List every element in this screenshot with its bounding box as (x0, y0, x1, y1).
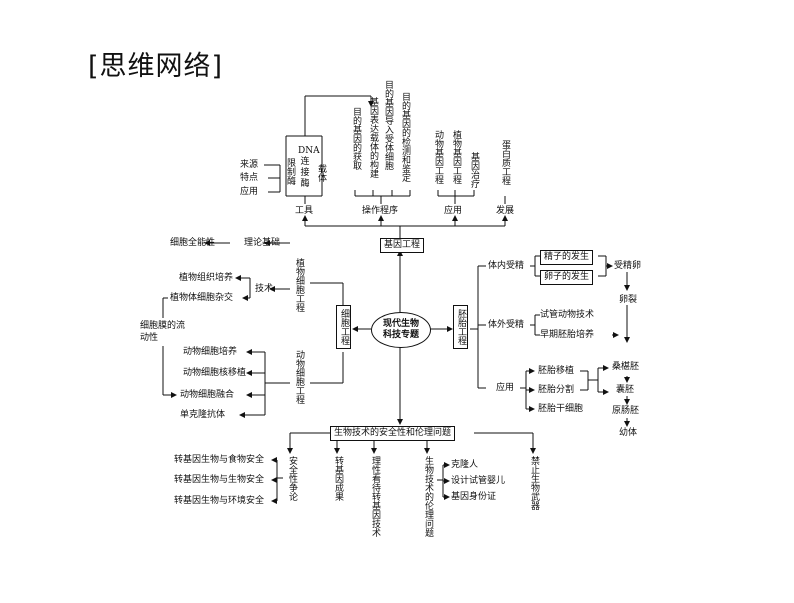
step3-introduce-gene: 目的基因导入受体细胞 (383, 80, 393, 170)
center-line2: 科技专题 (382, 330, 419, 340)
page-heading: [思维网络] (88, 51, 224, 82)
step4-detect-gene: 目的基因的检测和鉴定 (400, 92, 410, 182)
animal-cell-culture: 动物细胞培养 (183, 347, 238, 357)
biotech-ethics: 生物技术的伦理问题 (423, 456, 433, 537)
nuclear-transfer: 动物细胞核移植 (183, 368, 247, 378)
embryonic-stem-cell: 胚胎干细胞 (538, 404, 584, 414)
sperm-formation: 精子的发生 (540, 250, 594, 265)
gene-engineering-node: 基因工程 (380, 238, 425, 253)
tools-label: 工具 (295, 206, 314, 216)
designer-baby: 设计试管婴儿 (451, 476, 506, 486)
membrane-fluidity: 细胞膜的流动性 (140, 321, 186, 343)
plant-tissue-culture: 植物组织培养 (179, 273, 234, 283)
human-cloning: 克隆人 (451, 460, 479, 470)
center-node: 现代生物 科技专题 (371, 312, 431, 348)
safety-debate: 安全性争论 (287, 456, 297, 501)
theory-basis: 理论基础 (244, 238, 281, 248)
embryo-engineering-node: 胚胎工程 (453, 305, 468, 349)
cell-engineering-node: 细胞工程 (336, 305, 351, 349)
protein-engineering: 蛋白质工程 (500, 140, 510, 185)
rational-view-gm: 理性看待转基因技术 (370, 456, 380, 537)
test-tube-animal-tech: 试管动物技术 (540, 310, 595, 320)
egg-formation: 卵子的发生 (540, 270, 594, 285)
cleavage: 卵裂 (619, 295, 638, 305)
restriction-enzyme: 限制酶 (285, 158, 295, 185)
dna-ligase: DNA连接酶 (298, 146, 320, 189)
step2-build-vector: 基因表达载体的构建 (368, 97, 378, 178)
animal-cell-engineering: 动物细胞工程 (294, 350, 304, 404)
source-label: 来源 (240, 160, 259, 170)
in-vivo-fertilization: 体内受精 (488, 261, 525, 271)
gene-therapy: 基因治疗 (469, 152, 479, 188)
gm-env-safety: 转基因生物与环境安全 (174, 496, 265, 506)
embryo-division: 胚胎分割 (538, 385, 575, 395)
gm-bio-safety: 转基因生物与生物安全 (174, 475, 265, 485)
embryo-transfer: 胚胎移植 (538, 366, 575, 376)
development-label: 发展 (496, 206, 515, 216)
early-embryo-culture: 早期胚胎培养 (540, 330, 595, 340)
in-vitro-fertilization: 体外受精 (488, 320, 525, 330)
use-label: 应用 (240, 187, 259, 197)
gm-achievements: 转基因成果 (333, 456, 343, 501)
step1-acquire-gene: 目的基因的获取 (351, 107, 361, 170)
center-line1: 现代生物 (382, 319, 419, 329)
gene-application-label: 应用 (444, 206, 463, 216)
young-animal: 幼体 (619, 428, 638, 438)
plant-gene-engineering: 植物基因工程 (451, 130, 461, 184)
feature-label: 特点 (240, 173, 259, 183)
carrier: 载体 (316, 164, 326, 182)
ban-bioweapons: 禁止生物武器 (529, 456, 539, 510)
blastocyst: 囊胚 (616, 385, 635, 395)
morula: 桑椹胚 (612, 362, 640, 372)
totipotency: 细胞全能性 (170, 238, 216, 248)
gastrula: 原肠胚 (612, 406, 640, 416)
fertilized-egg: 受精卵 (614, 261, 642, 271)
plant-cell-engineering: 植物细胞工程 (294, 258, 304, 312)
safety-ethics-node: 生物技术的安全性和伦理问题 (330, 426, 456, 441)
gene-id-card: 基因身份证 (451, 492, 497, 502)
gm-food-safety: 转基因生物与食物安全 (174, 455, 265, 465)
plant-somatic-hybridization: 植物体细胞杂交 (170, 293, 234, 303)
procedure-label: 操作程序 (362, 206, 399, 216)
animal-cell-fusion: 动物细胞融合 (180, 390, 235, 400)
monoclonal-antibody: 单克隆抗体 (180, 410, 226, 420)
embryo-application: 应用 (496, 383, 515, 393)
plant-tech-label: 技术 (255, 284, 274, 294)
animal-gene-engineering: 动物基因工程 (433, 130, 443, 184)
